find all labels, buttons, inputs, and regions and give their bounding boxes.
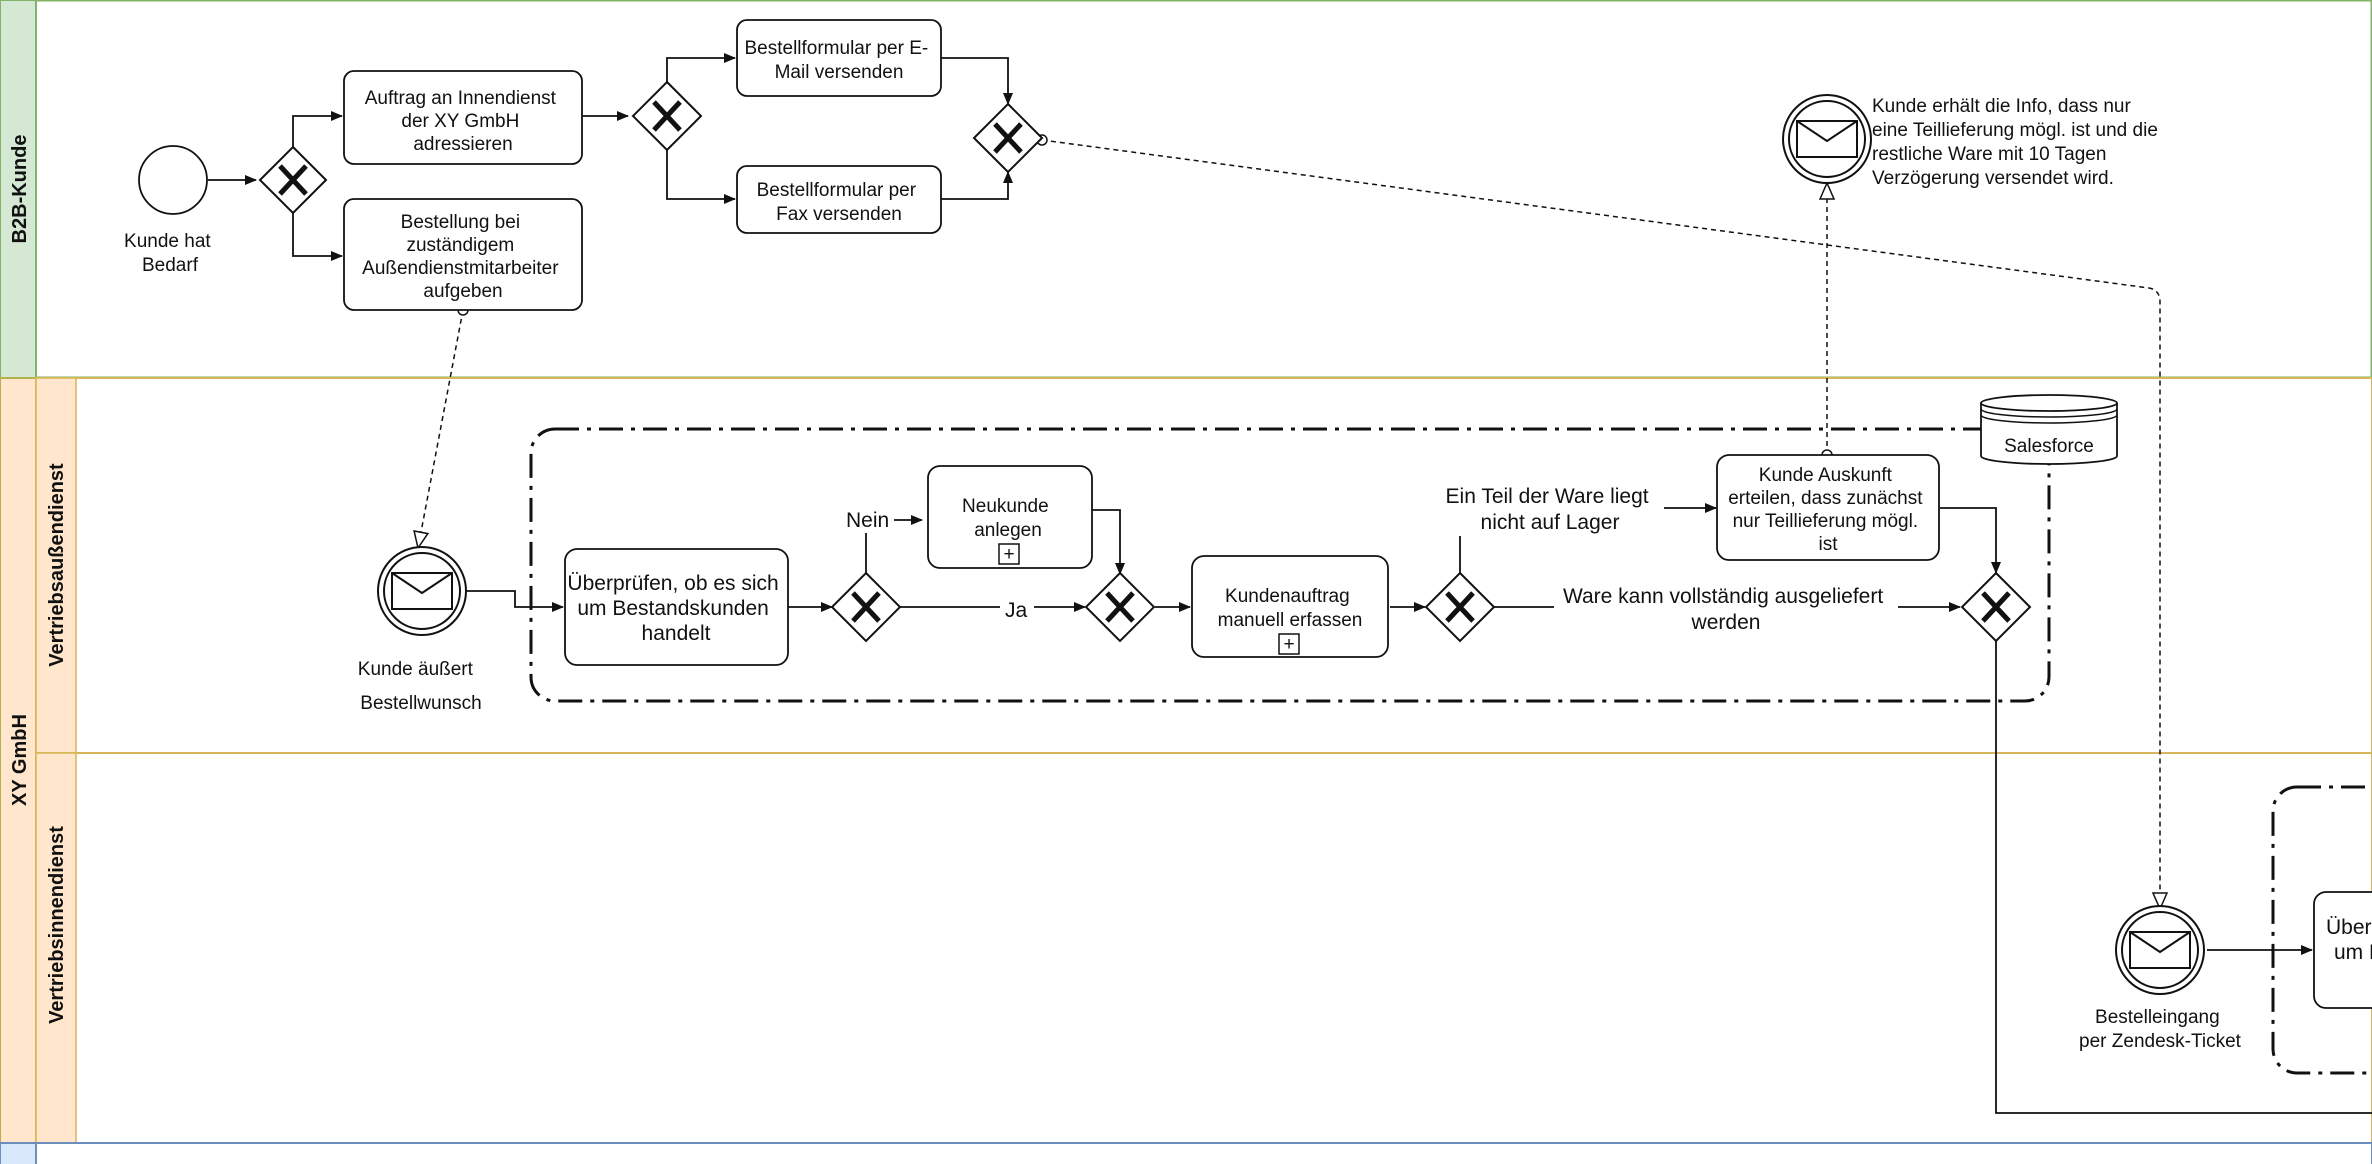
pool-bottom (0, 1142, 2372, 1164)
pool-xy-gmbh: XY GmbH Vertriebsaußendienst Vertriebsin… (0, 377, 2372, 1144)
pool-b2b-kunde: B2B-Kunde (0, 0, 2372, 380)
task-bestellformular-email: Bestellformular per E- Mail versenden (736, 19, 942, 97)
svg-text:Ware kann vollständig ausgelie: Ware kann vollständig ausgeliefert werde… (1563, 585, 1889, 634)
lane-label-innendienst: Vertriebsinnendienst (46, 826, 68, 1024)
subprocess-neukunde-anlegen: Neukunde anlegen + (927, 465, 1093, 569)
message-flows (418, 140, 2160, 909)
x-gateway-icon (993, 122, 1023, 154)
svg-text:Auftrag an Innendienst d: Auftrag an Innendienst der XY GmbH adres… (365, 88, 561, 155)
gateway-merge-lieferung (1960, 571, 2032, 643)
message-event-bestellwunsch: Kunde äußert Bestellwunsch (358, 546, 482, 714)
message-event-info-label: Kunde erhält die Info, dass nur eine Tei… (1872, 96, 2163, 189)
gateway-2 (631, 80, 703, 152)
envelope-icon (2129, 931, 2191, 969)
svg-text:Ein Teil der Ware liegt: Ein Teil der Ware liegt nicht auf Lager (1446, 485, 1655, 534)
gateway-lager (1424, 571, 1496, 643)
group-innendienst (2271, 785, 2372, 1075)
svg-text:Kundenauftrag manuell er: Kundenauftrag manuell erfassen (1218, 586, 1363, 631)
svg-text:Überprüfen, ob es sich u: Überprüfen, ob es sich um Bestandskunden… (567, 572, 784, 645)
database-icon (1980, 394, 2118, 465)
gateway-3 (972, 102, 1044, 174)
gateway-bestandskunde (830, 571, 902, 643)
flow-label-ja: Ja (1000, 596, 1034, 622)
task-kunde-auskunft: Kunde Auskunft erteilen, dass zunächst n… (1716, 454, 1940, 561)
message-event-bestellwunsch-label: Kunde äußert Bestellwunsch (358, 659, 482, 714)
lane-label-b2b: B2B-Kunde (9, 135, 31, 244)
plus-box-icon: + (1278, 633, 1300, 655)
flow-label-voll: Ware kann vollständig ausgeliefert werde… (1554, 580, 1898, 636)
flow-label-nein: Nein (840, 507, 894, 533)
lane-label-xy: XY GmbH (9, 714, 31, 806)
task-pruefen-partial: Überp um B (2313, 891, 2372, 1009)
svg-text:+: + (1003, 544, 1014, 565)
gateway-1 (258, 145, 328, 215)
svg-text:Ja: Ja (1005, 599, 1028, 622)
svg-text:+: + (1283, 634, 1294, 655)
message-event-zendesk-label: Bestelleingang per Zendesk-Ticket (2079, 1007, 2242, 1052)
plus-box-icon: + (998, 543, 1020, 565)
svg-text:Neukunde anlegen: Neukunde anlegen (962, 496, 1054, 541)
x-gateway-icon (1105, 591, 1135, 623)
message-event-kunde-info: Kunde erhält die Info, dass nur eine Tei… (1782, 94, 2163, 189)
svg-text:Bestellformular per E- M: Bestellformular per E- Mail versenden (744, 38, 933, 83)
svg-text:Überp um B: Überp um B (2326, 916, 2372, 964)
svg-text:Bestellung bei zuständig: Bestellung bei zuständigem Außendienstmi… (362, 212, 564, 302)
x-gateway-icon (1981, 591, 2011, 623)
x-gateway-icon (1445, 591, 1475, 623)
task-bestellung-aussendienst: Bestellung bei zuständigem Außendienstmi… (343, 198, 583, 311)
svg-text:Bestellformular per Fax: Bestellformular per Fax versenden (757, 180, 922, 225)
subprocess-kundenauftrag-erfassen: Kundenauftrag manuell erfassen + (1191, 555, 1389, 658)
task-bestellformular-fax: Bestellformular per Fax versenden (736, 165, 942, 234)
message-event-zendesk: Bestelleingang per Zendesk-Ticket (2079, 905, 2242, 1052)
task-auftrag-innendienst: Auftrag an Innendienst der XY GmbH adres… (343, 70, 583, 165)
svg-text:Nein: Nein (846, 509, 889, 532)
svg-text:Kunde Auskunft erteilen,: Kunde Auskunft erteilen, dass zunächst n… (1728, 465, 1928, 555)
envelope-icon (1796, 120, 1858, 158)
x-gateway-icon (278, 164, 308, 196)
gateway-merge-kunde (1084, 571, 1156, 643)
datastore-salesforce: Salesforce (1980, 394, 2118, 465)
x-gateway-icon (851, 591, 881, 623)
lane-label-aussendienst: Vertriebsaußendienst (46, 463, 68, 667)
start-event-label: Kunde hat Bedarf (124, 231, 216, 276)
flow-label-teil: Ein Teil der Ware liegt nicht auf Lager (1437, 480, 1663, 536)
envelope-icon (391, 572, 453, 610)
task-pruefen-bestandskunde: Überprüfen, ob es sich um Bestandskunden… (564, 548, 789, 666)
start-event-kunde-hat-bedarf: Kunde hat Bedarf (124, 145, 216, 276)
x-gateway-icon (652, 100, 682, 132)
datastore-label: Salesforce (2004, 436, 2094, 457)
